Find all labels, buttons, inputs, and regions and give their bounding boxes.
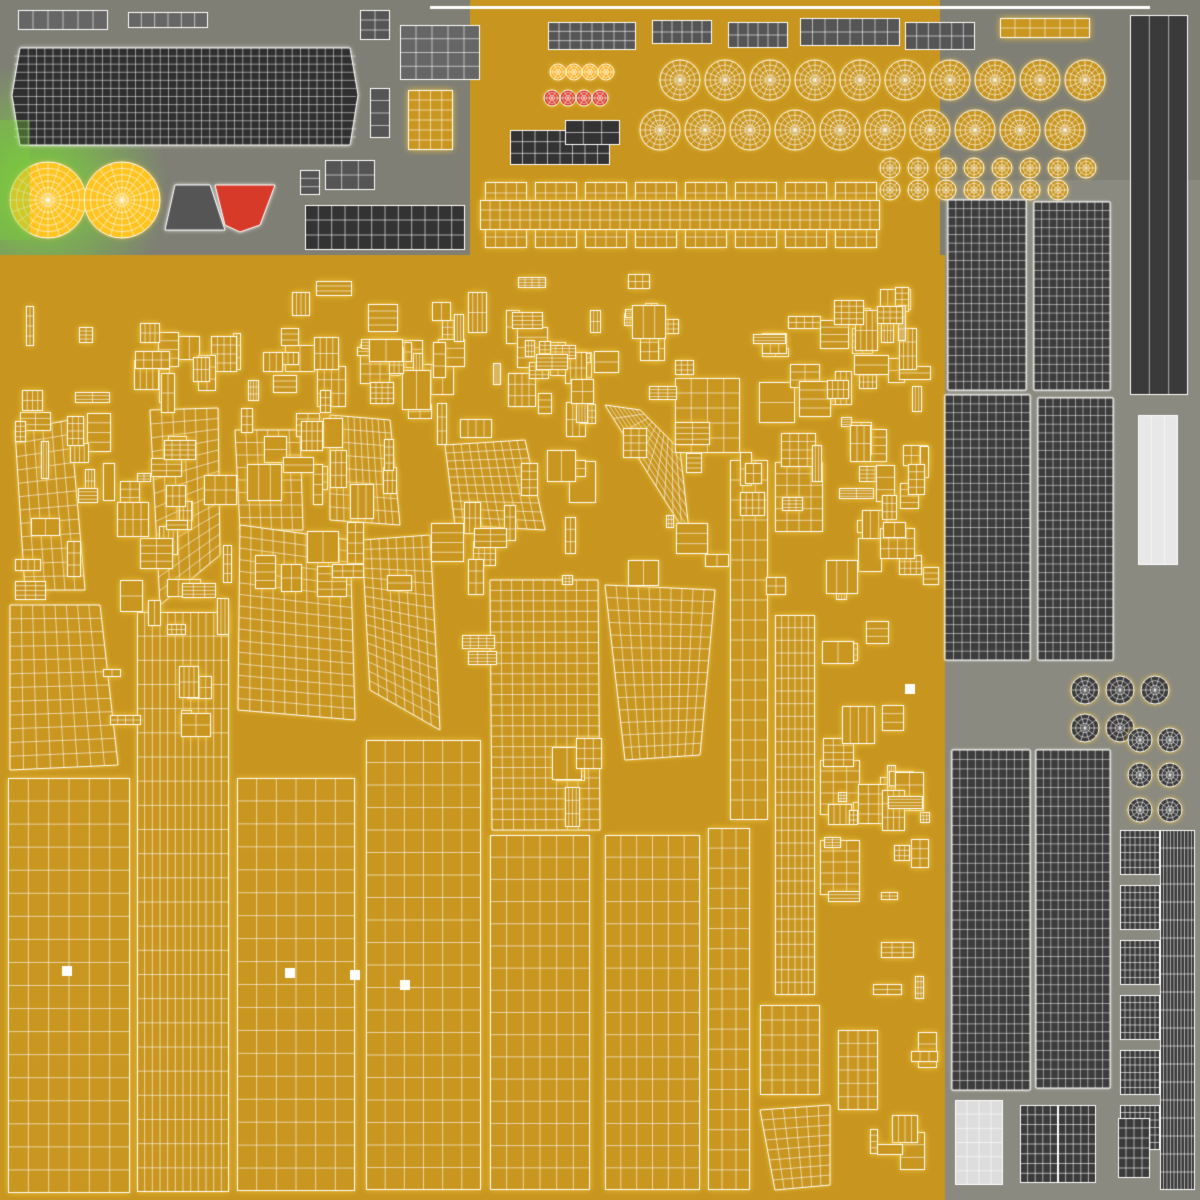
- uv-wireframe-canvas: [0, 0, 1200, 1200]
- uv-texture-atlas: [0, 0, 1200, 1200]
